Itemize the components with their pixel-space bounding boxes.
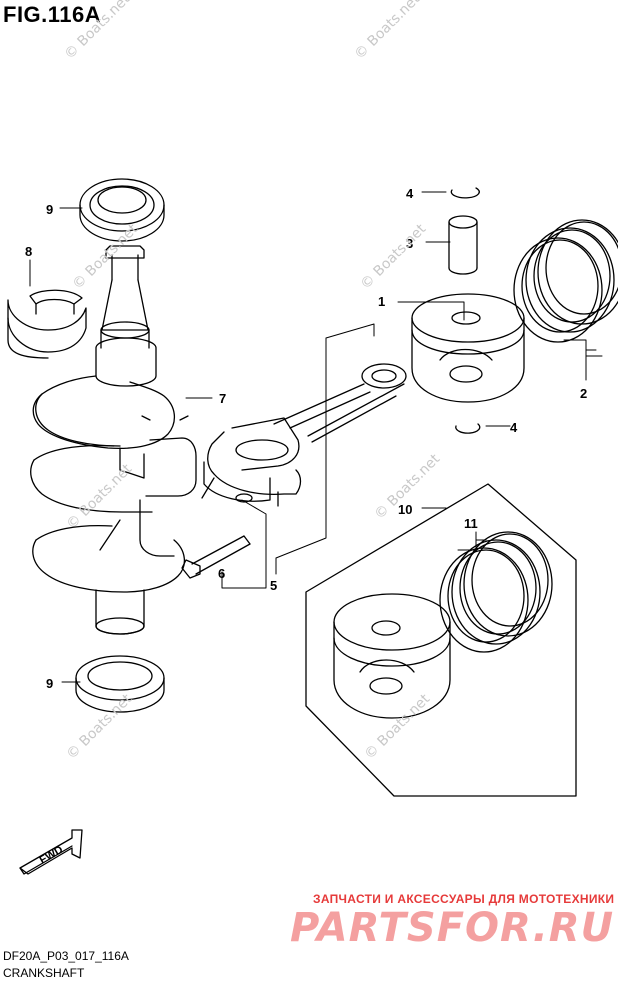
watermark-text: © Boats.net — [64, 461, 136, 533]
watermark-text: © Boats.net — [62, 0, 134, 63]
watermark-text: © Boats.net — [352, 0, 424, 63]
piston-kit-box[interactable] — [305, 483, 577, 797]
callout-2: 2 — [580, 386, 587, 401]
watermark-text: © Boats.net — [358, 221, 430, 293]
callout-5: 5 — [270, 578, 277, 593]
conrod-bolt[interactable] — [181, 535, 251, 579]
fwd-arrow — [19, 829, 83, 875]
piston[interactable] — [411, 293, 525, 403]
watermark-text: © Boats.net — [362, 691, 434, 763]
piston-kit-piston[interactable] — [333, 593, 451, 719]
circlip-top[interactable] — [450, 187, 480, 199]
watermark-text: © Boats.net — [64, 691, 136, 763]
figure-title: FIG.116A — [3, 2, 102, 27]
crank-bearing[interactable] — [7, 289, 87, 359]
site-caption: ЗАПЧАСТИ И АКСЕССУАРЫ ДЛЯ МОТОТЕХНИКИ — [313, 892, 615, 906]
callout-9-bottom: 9 — [46, 676, 53, 691]
leader-lines — [29, 191, 603, 683]
piston-pin[interactable] — [448, 215, 478, 275]
callout-3: 3 — [406, 236, 413, 251]
callout-6: 6 — [218, 566, 225, 581]
diagram-code: DF20A_P03_017_116A — [3, 949, 129, 963]
piston-ring-set[interactable] — [513, 219, 618, 343]
diagram-subtitle: CRANKSHAFT — [3, 966, 85, 980]
oil-seal-bottom[interactable] — [75, 655, 165, 713]
callout-10: 10 — [398, 502, 412, 517]
callout-7: 7 — [219, 391, 226, 406]
site-logo: PARTSFOR.RU — [290, 905, 615, 951]
circlip-bottom[interactable] — [455, 423, 481, 434]
callout-4-top: 4 — [406, 186, 414, 201]
callout-9-top: 9 — [46, 202, 53, 217]
callout-1: 1 — [378, 294, 385, 309]
piston-kit-rings[interactable] — [439, 531, 553, 653]
oil-seal-top[interactable] — [79, 178, 165, 242]
crankshaft[interactable] — [30, 245, 197, 635]
connecting-rod[interactable] — [201, 363, 407, 507]
watermark-text: © Boats.net — [70, 221, 142, 293]
callout-4-bottom: 4 — [510, 420, 518, 435]
callout-8: 8 — [25, 244, 32, 259]
fwd-label: FWD — [38, 844, 66, 867]
callout-11: 11 — [464, 516, 478, 531]
